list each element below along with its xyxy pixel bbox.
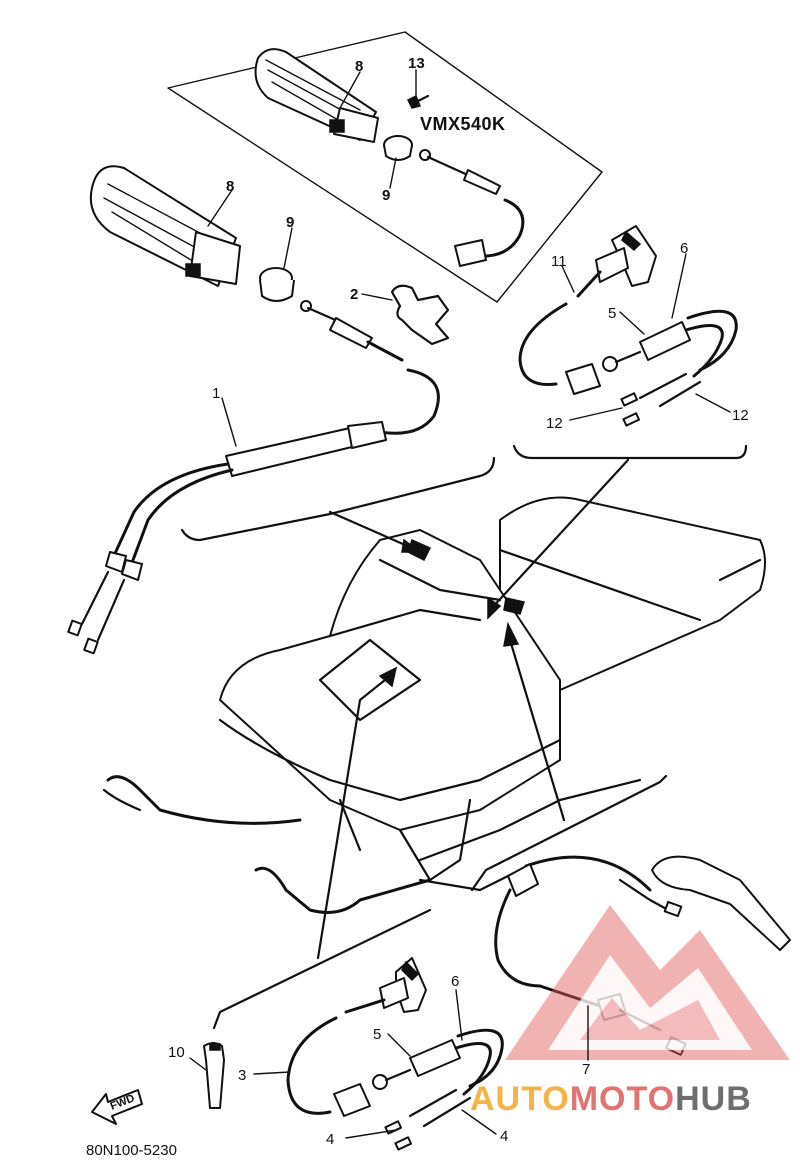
bracket-line-bottom-right: [470, 774, 668, 892]
callout-5-top: 5: [608, 305, 616, 322]
callout-12-right: 12: [732, 407, 749, 424]
throttle-cable-main: [67, 368, 440, 655]
callout-1: 1: [212, 385, 220, 402]
callout-4-right: 4: [500, 1128, 508, 1145]
callout-4-left: 4: [326, 1131, 334, 1148]
collar-inset: [383, 135, 413, 161]
part-code: 80N100-5230: [86, 1142, 177, 1159]
svg-text:AUTOMOTOHUB: AUTOMOTOHUB: [470, 1080, 752, 1118]
callout-11: 11: [551, 253, 567, 270]
callouts: 8 13 9 8 9 2 1 11 6 5 12 12 6 5 3 10 4 4…: [168, 55, 749, 1148]
callout-8: 8: [226, 178, 234, 195]
bracket-line-cable: [180, 456, 496, 542]
model-label: VMX540K: [420, 114, 506, 134]
callout-9: 9: [286, 214, 294, 231]
throttle-grip-assembly: [89, 165, 450, 362]
snowmobile-body: [102, 458, 766, 960]
bracket-line-bottom-left: [212, 908, 432, 1030]
callout-6-top: 6: [680, 240, 688, 257]
automotohub-watermark: AUTOMOTOHUB: [470, 905, 790, 1118]
callout-2: 2: [350, 286, 358, 303]
throttle-cable-inset: [419, 149, 525, 267]
callout-9-inset: 9: [382, 187, 390, 204]
callout-6-bottom: 6: [451, 973, 459, 990]
callout-13: 13: [408, 55, 425, 72]
callout-10: 10: [168, 1044, 185, 1061]
watermark-part-moto: MOTO: [570, 1080, 675, 1118]
watermark-part-auto: AUTO: [470, 1080, 570, 1118]
callout-8-inset: 8: [355, 58, 363, 75]
bracket-line-switch-top: [512, 444, 748, 460]
vmx540k-inset: [167, 31, 603, 303]
throttle-grip-inset: [254, 48, 379, 143]
fwd-arrow-icon: FWD: [91, 1089, 143, 1125]
callout-12-left: 12: [546, 415, 563, 432]
screw-inset: [406, 94, 430, 109]
kill-switch-assembly-bottom: [203, 957, 504, 1151]
callout-3: 3: [238, 1067, 246, 1084]
callout-7: 7: [582, 1061, 590, 1078]
watermark-part-hub: HUB: [675, 1080, 752, 1118]
kill-switch-assembly-top: [518, 225, 738, 427]
callout-leaders: [189, 69, 731, 1139]
callout-5-bottom: 5: [373, 1026, 381, 1043]
